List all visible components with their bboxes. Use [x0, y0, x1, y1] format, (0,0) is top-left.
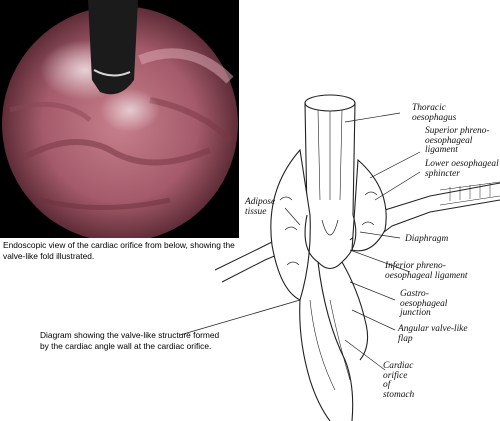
label-diaphragm: Diaphragm [405, 234, 449, 244]
label-adipose-tissue: Adipose tissue [245, 197, 276, 217]
diagram-caption: Diagram showing the valve-like structure… [40, 330, 220, 351]
label-angular-valve-flap: Angular valve-like flap [398, 324, 468, 344]
photo-caption: Endoscopic view of the cardiac orifice f… [3, 240, 235, 261]
label-thoracic-oesophagus: Thoracic oesophagus [412, 103, 457, 123]
label-inferior-phreno-oesophageal-ligament: Inferior phreno- oesophageal ligament [385, 261, 468, 281]
label-superior-phreno-oesophageal-ligament: Superior phreno- oesophageal ligament [425, 126, 490, 156]
endoscopic-photo [0, 0, 239, 238]
label-lower-oesophageal-sphincter: Lower oesophageal sphincter [425, 159, 499, 179]
label-gastro-oesophageal-junction: Gastro- oesophageal junction [400, 289, 448, 319]
label-cardiac-orifice-of-stomach: Cardiac orifice of stomach [383, 361, 415, 400]
